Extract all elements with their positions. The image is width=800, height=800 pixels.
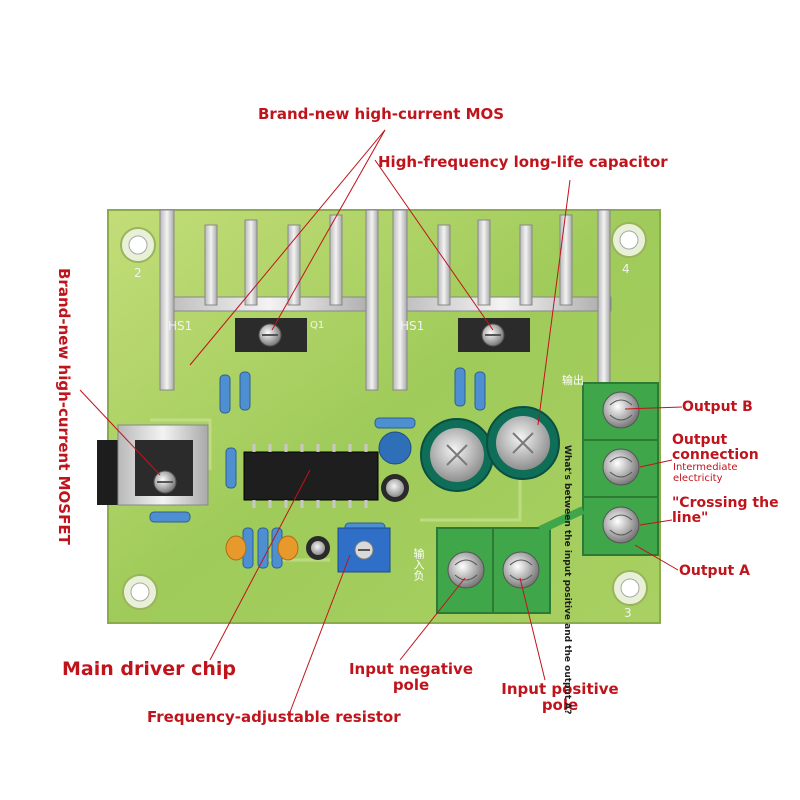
label-crossing: "Crossing the line" bbox=[672, 495, 779, 526]
small-electrolytic-capacitor bbox=[381, 474, 409, 502]
silkscreen-corner-4: 4 bbox=[622, 262, 630, 276]
output-terminal-block bbox=[582, 382, 659, 556]
small-capacitor-bottom bbox=[306, 536, 330, 560]
silkscreen-input-cn: 输入负 bbox=[412, 548, 425, 581]
main-driver-chip bbox=[243, 444, 379, 508]
large-capacitor-right bbox=[486, 406, 560, 480]
mos-transistor-left bbox=[235, 318, 307, 352]
mounting-hole-bottom-left bbox=[122, 574, 158, 610]
label-intermediate: Intermediate electricity bbox=[673, 462, 738, 484]
heatsink-right bbox=[392, 209, 612, 391]
input-terminal-block bbox=[436, 527, 551, 614]
label-output-b: Output B bbox=[682, 399, 753, 415]
orange-capacitors bbox=[225, 535, 299, 561]
label-capacitor: High-frequency long-life capacitor bbox=[378, 153, 668, 171]
mounting-hole-bottom-right bbox=[612, 570, 648, 606]
label-mos-top: Brand-new high-current MOS bbox=[258, 105, 505, 123]
silkscreen-corner-3: 3 bbox=[624, 606, 632, 620]
silkscreen-hs1-right: HS1 bbox=[400, 319, 425, 333]
silkscreen-corner-2: 2 bbox=[134, 266, 142, 280]
label-mosfet-left: Brand-new high-current MOSFET bbox=[55, 268, 73, 545]
silkscreen-hs1-left: HS1 bbox=[168, 319, 193, 333]
leader-lines bbox=[79, 129, 683, 713]
label-input-negative: Input negative pole bbox=[348, 660, 474, 694]
mounting-hole-top-left bbox=[120, 227, 156, 263]
note-between-input-output: What's between the input positive and th… bbox=[562, 445, 572, 715]
label-main-chip: Main driver chip bbox=[62, 658, 237, 680]
silkscreen-q1: Q1 bbox=[310, 320, 325, 331]
crossing-wire bbox=[538, 506, 585, 534]
label-output-a: Output A bbox=[679, 563, 750, 579]
label-input-positive: Input positive pole bbox=[501, 680, 619, 714]
label-freq-resistor: Frequency-adjustable resistor bbox=[147, 708, 401, 726]
label-output-connection: Output connection bbox=[672, 432, 759, 463]
mos-transistor-right bbox=[458, 318, 530, 352]
mosfet-left bbox=[97, 424, 209, 506]
mounting-hole-top-right bbox=[611, 222, 647, 258]
large-capacitor-left bbox=[420, 418, 494, 492]
silkscreen-output-cn: 输出 bbox=[562, 374, 584, 387]
ceramic-capacitor-blue bbox=[378, 431, 412, 465]
